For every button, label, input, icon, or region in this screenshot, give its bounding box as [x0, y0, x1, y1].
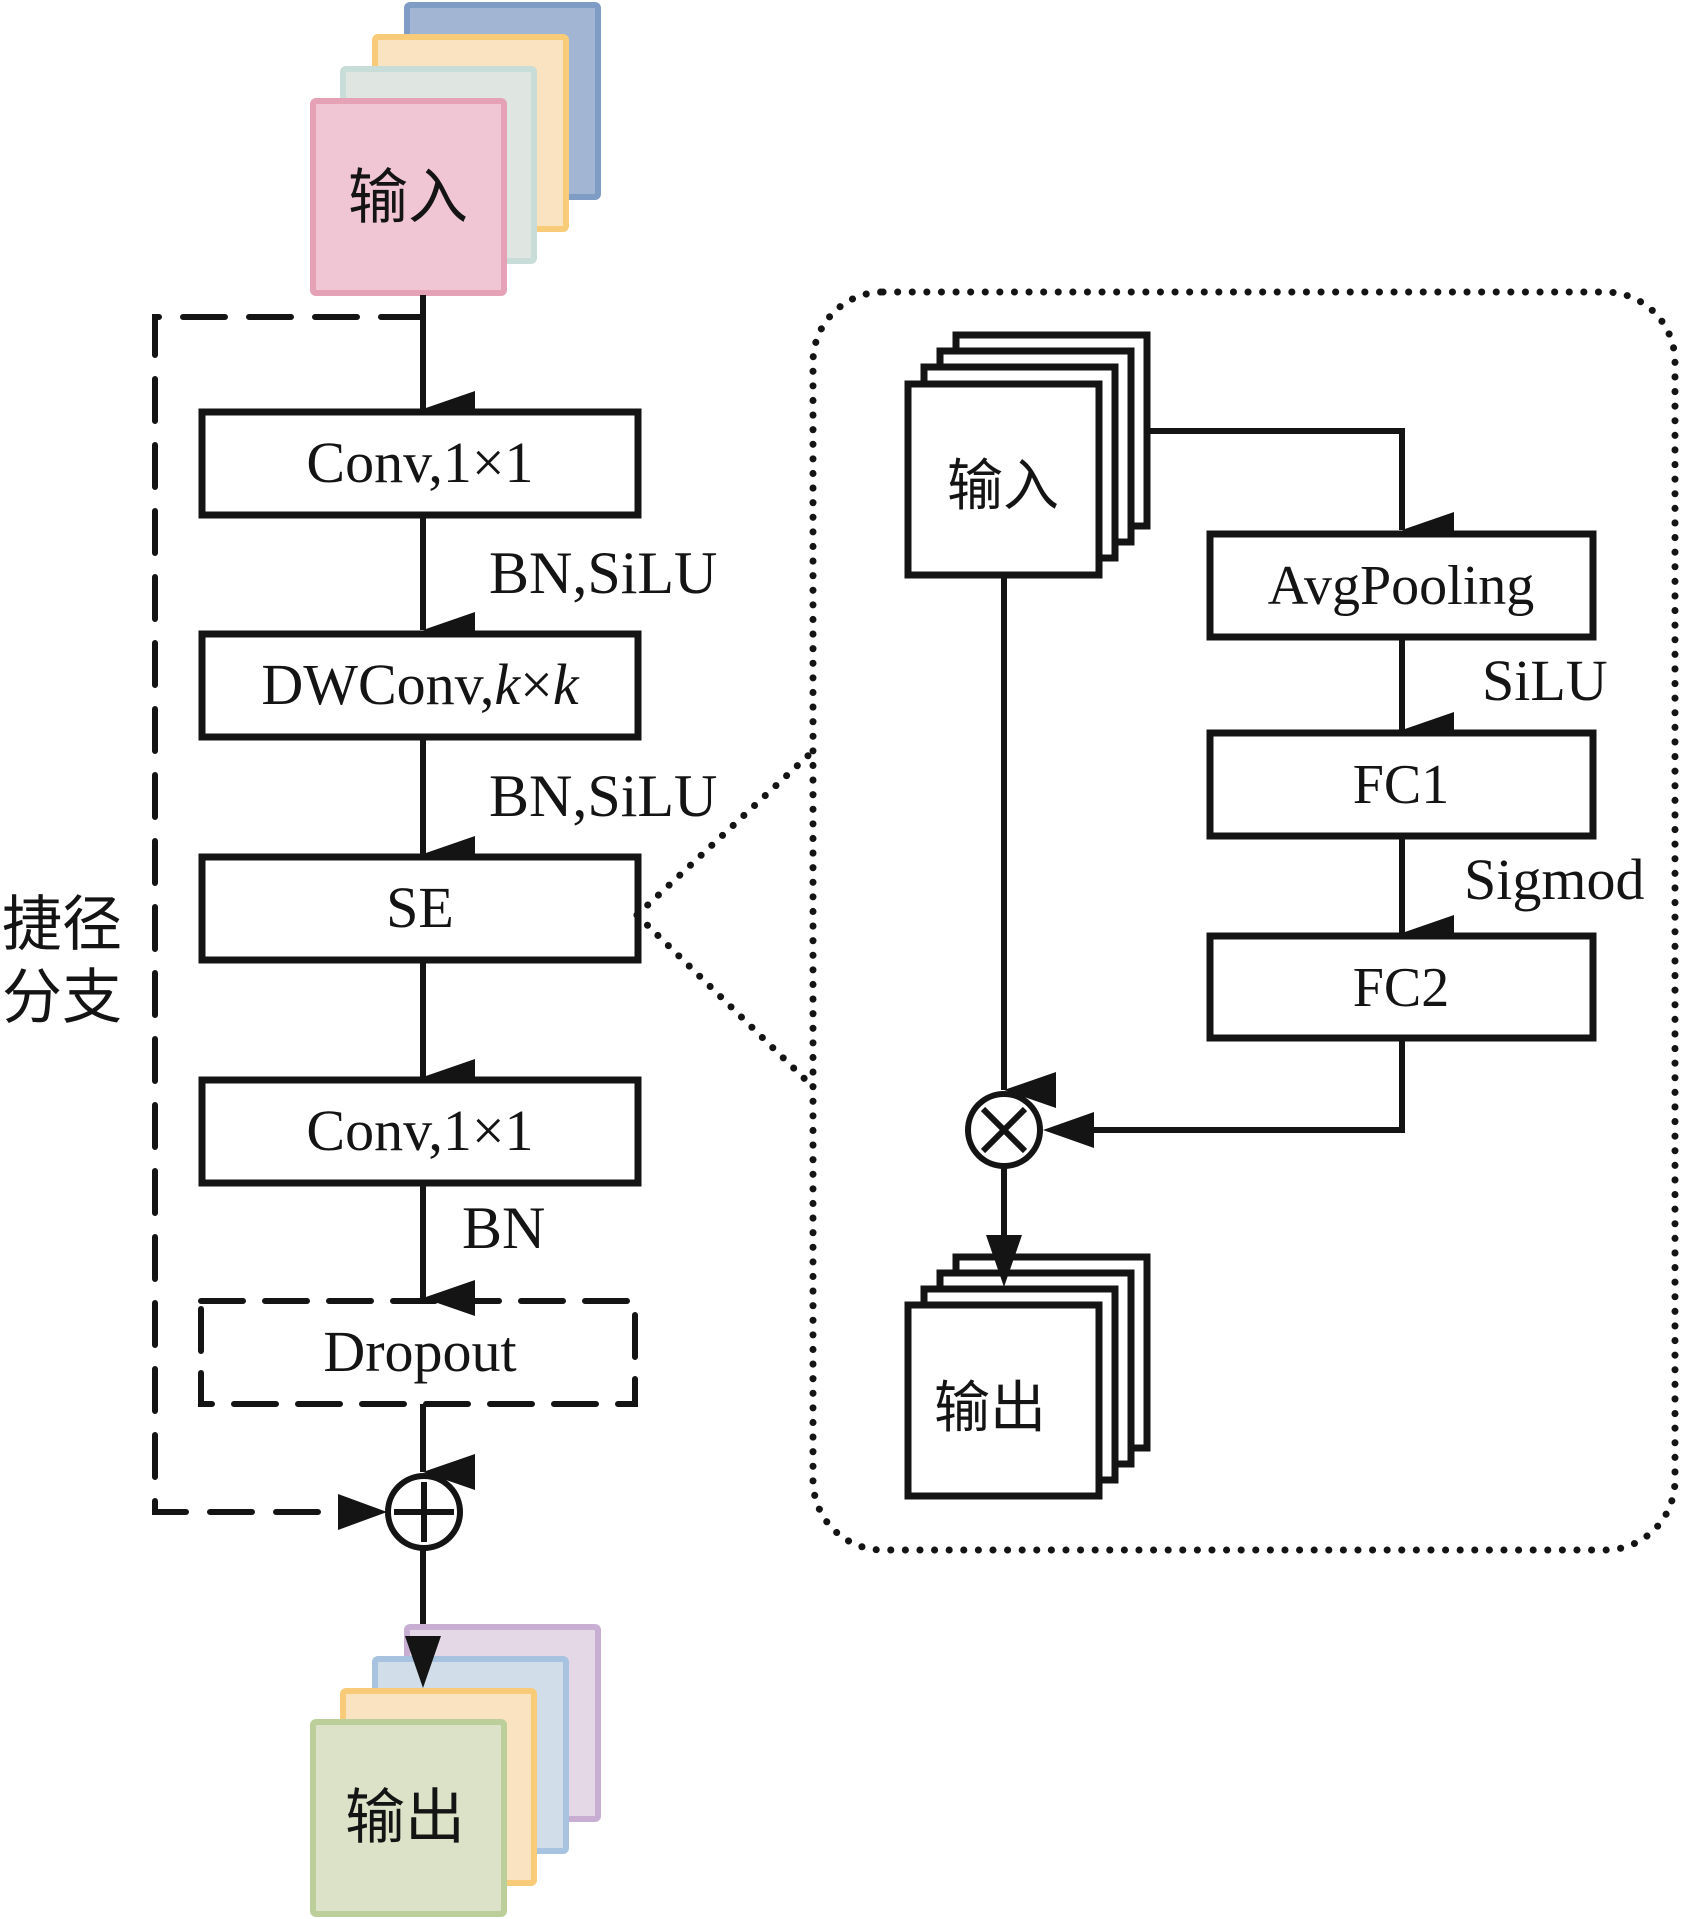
shortcut-branch-line [152, 314, 426, 1515]
edge-label-silu: SiLU [1482, 648, 1608, 713]
edge-label-sigmod: Sigmod [1464, 847, 1645, 912]
se-output-label: 输出 [934, 1376, 1046, 1441]
edge-label-bn-silu-1: BN,SiLU [489, 540, 717, 606]
output-arrowhead [405, 1636, 441, 1688]
arrow-se-input-to-avgpool [1147, 428, 1454, 548]
shortcut-branch-label-line2: 分支 [2, 963, 122, 1033]
avgpooling-label: AvgPooling [1268, 555, 1535, 617]
conv2-label: Conv,1×1 [306, 1098, 533, 1163]
se-input-label: 输入 [947, 454, 1059, 519]
se-detail-panel [809, 288, 1679, 1554]
avgpooling-block[interactable]: AvgPooling [1206, 530, 1597, 641]
dwconv-label: DWConv,k×k [261, 652, 580, 717]
se-label: SE [386, 875, 454, 940]
multiply-operator-icon [965, 1091, 1043, 1169]
se-output-arrowhead [986, 1235, 1022, 1287]
edge-label-bn: BN [462, 1195, 545, 1261]
conv1-block[interactable]: Conv,1×1 [198, 408, 642, 519]
se-zoom-connector-upper [633, 748, 816, 919]
se-block[interactable]: SE [198, 853, 642, 964]
fc2-label: FC2 [1353, 957, 1450, 1019]
input-feature-stack: 输入 [310, 2, 601, 296]
conv1-label: Conv,1×1 [306, 430, 533, 495]
se-output-stack: 输出 [904, 1253, 1151, 1500]
multiply-input-arrowhead [1043, 1112, 1094, 1148]
shortcut-arrowhead [338, 1494, 387, 1530]
output-feature-stack: 输出 [310, 1624, 601, 1917]
dropout-block[interactable]: Dropout [198, 1298, 638, 1407]
input-label: 输入 [348, 163, 468, 233]
fc1-label: FC1 [1353, 754, 1450, 816]
fc2-block[interactable]: FC2 [1206, 932, 1597, 1042]
output-layer [310, 1719, 507, 1917]
output-label: 输出 [345, 1783, 465, 1853]
add-operator-icon [385, 1473, 463, 1551]
se-zoom-connector-lower [633, 911, 816, 1090]
arrow-fc2-to-multiply [1094, 1038, 1405, 1133]
shortcut-branch-label-line1: 捷径 [2, 890, 122, 960]
dropout-label: Dropout [323, 1319, 516, 1384]
dwconv-block[interactable]: DWConv,k×k [198, 630, 642, 741]
input-layer [310, 98, 507, 296]
edge-label-bn-silu-2: BN,SiLU [489, 763, 717, 829]
conv2-block[interactable]: Conv,1×1 [198, 1076, 642, 1187]
se-input-stack: 输入 [904, 331, 1151, 579]
fc1-block[interactable]: FC1 [1206, 729, 1597, 840]
